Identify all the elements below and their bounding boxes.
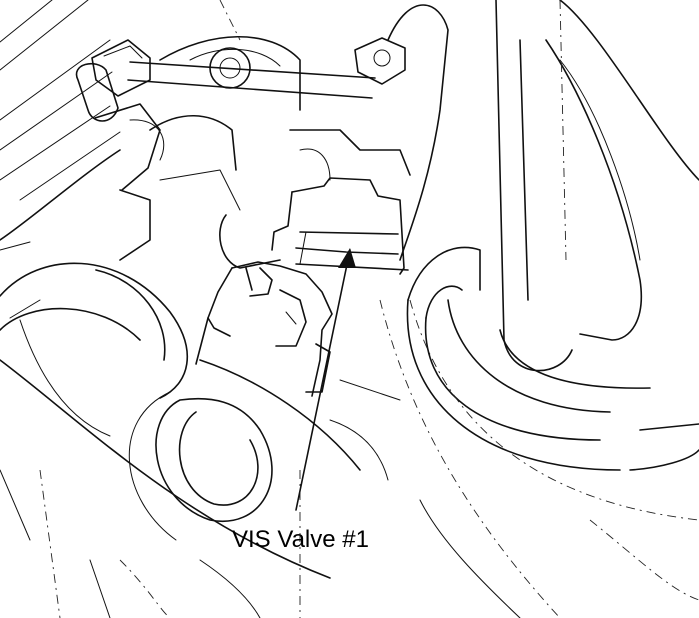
callout-label: VIS Valve #1 <box>232 526 369 553</box>
callout-leader <box>295 248 356 511</box>
lower-details <box>0 379 521 618</box>
center-housing <box>119 36 411 261</box>
vis-valve-body <box>219 177 409 275</box>
leader-arrowhead <box>338 248 356 268</box>
intake-tube <box>0 241 361 579</box>
right-hoses <box>387 0 699 471</box>
electrical-connector <box>195 261 333 397</box>
top-bolt-rod <box>75 37 406 122</box>
left-cover-ribbing <box>0 0 165 241</box>
leader-line <box>295 249 351 511</box>
